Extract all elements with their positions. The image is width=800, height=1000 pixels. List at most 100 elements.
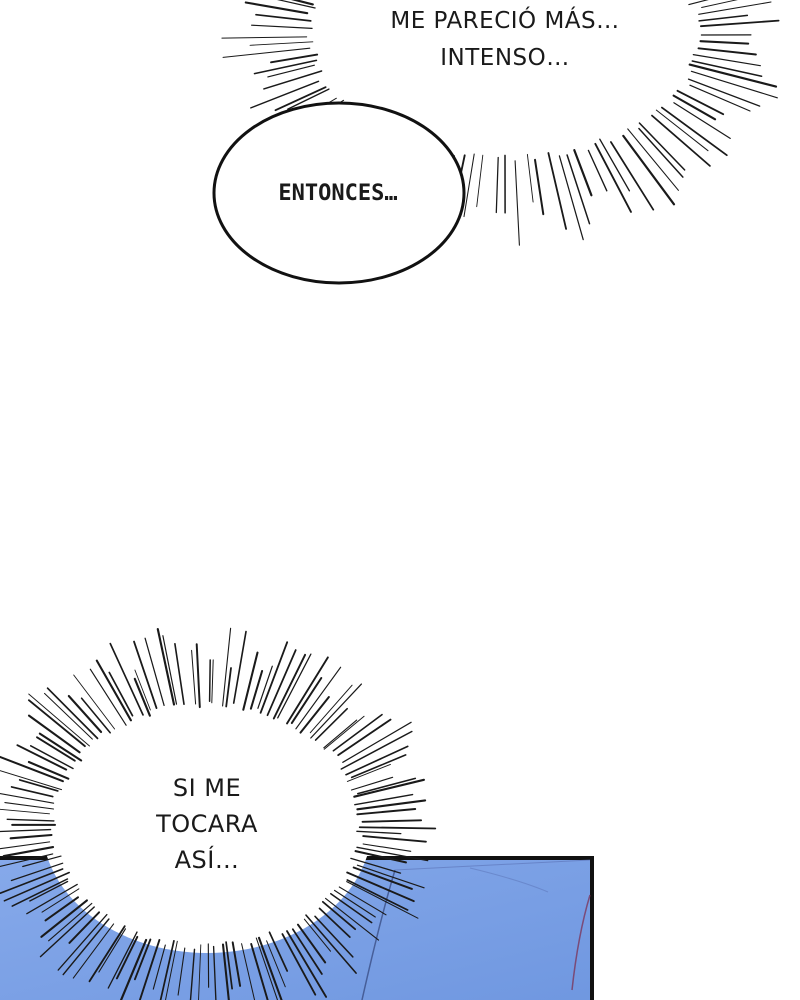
speed-line: [346, 881, 419, 919]
speed-line: [115, 935, 139, 980]
speed-line: [270, 53, 319, 64]
speed-line: [98, 928, 127, 973]
speed-line: [10, 862, 64, 882]
bubble-line: ENTONCES…: [278, 181, 398, 206]
speed-line: [222, 47, 311, 58]
speed-line: [174, 642, 185, 706]
speed-line: [225, 941, 233, 990]
speed-line: [138, 939, 161, 1000]
speedline-burst-bottom: [0, 627, 437, 1000]
speed-line: [156, 628, 176, 706]
speed-line: [309, 684, 353, 734]
speed-line: [333, 889, 376, 918]
speed-line: [356, 808, 417, 816]
bubble-text-top: ME PARECIÓ MÁS… INTENSO…: [330, 3, 680, 77]
speed-line: [266, 940, 286, 988]
speed-line: [299, 696, 330, 734]
speed-line: [27, 714, 81, 754]
speed-line: [566, 154, 591, 225]
speed-line: [26, 883, 78, 915]
speed-line: [241, 943, 256, 1000]
speed-line: [638, 122, 686, 171]
speed-line: [0, 792, 55, 804]
speed-line: [277, 653, 312, 719]
speed-line: [72, 923, 115, 979]
speed-line: [221, 943, 230, 1000]
speed-line: [109, 642, 144, 716]
speed-line: [286, 930, 328, 998]
speed-line: [18, 779, 59, 792]
speed-line: [208, 659, 211, 703]
speed-line: [342, 721, 412, 763]
speed-line: [687, 78, 761, 107]
speed-line: [10, 786, 54, 798]
speed-line: [257, 665, 273, 709]
speed-line: [133, 677, 151, 717]
speed-line: [165, 940, 178, 1000]
speed-line: [323, 715, 365, 750]
speed-line: [356, 864, 425, 889]
speed-line: [673, 102, 731, 140]
speed-line: [3, 871, 70, 902]
speed-line: [356, 846, 429, 862]
bubble-line: ASÍ…: [174, 846, 240, 874]
speed-line: [272, 653, 307, 720]
speed-line: [287, 88, 330, 110]
speed-line: [0, 828, 52, 833]
speed-line: [573, 149, 593, 197]
speed-line: [250, 943, 269, 1000]
speed-line: [29, 745, 74, 770]
speed-line: [495, 156, 499, 214]
speed-line: [534, 158, 545, 216]
speed-line: [325, 897, 380, 941]
speed-line: [281, 933, 317, 996]
speed-line: [253, 59, 318, 75]
speed-line: [346, 871, 415, 903]
speed-line: [362, 835, 427, 843]
speed-line: [46, 687, 99, 740]
speed-line: [212, 945, 217, 1000]
speed-line: [330, 892, 373, 924]
bubble-text-oval: ENTONCES…: [228, 176, 448, 212]
speed-line: [352, 866, 413, 890]
speed-line: [622, 134, 676, 206]
speed-line: [222, 627, 232, 707]
speed-line: [305, 914, 357, 974]
speed-line: [274, 86, 327, 112]
speed-line: [251, 24, 313, 29]
speed-line: [221, 36, 308, 39]
speed-line: [514, 160, 520, 246]
speed-line: [321, 900, 357, 931]
speed-line: [0, 868, 64, 895]
speed-line: [198, 944, 202, 1000]
speed-line: [0, 755, 64, 783]
speed-line: [276, 0, 316, 9]
speed-line: [290, 0, 314, 6]
speed-line: [295, 666, 342, 730]
bubble-line: TOCARA: [156, 810, 258, 838]
speed-line: [44, 692, 93, 740]
speed-line: [354, 793, 414, 806]
bubble-line: SI ME: [172, 774, 242, 802]
speed-line: [11, 878, 69, 907]
speed-line: [67, 694, 103, 734]
speed-line: [225, 667, 232, 708]
speed-line: [195, 643, 201, 709]
speed-line: [476, 154, 484, 208]
speed-line: [0, 841, 51, 850]
speed-line: [610, 141, 655, 211]
oval-bubble-outline: [212, 101, 466, 285]
speed-line: [337, 718, 392, 757]
speed-line: [318, 907, 351, 938]
speed-line: [310, 683, 363, 739]
speed-line: [323, 719, 358, 749]
speed-line: [249, 41, 314, 46]
speed-line: [88, 925, 126, 983]
speed-line: [661, 106, 728, 157]
speed-line: [651, 114, 711, 167]
speed-line: [95, 659, 132, 722]
speed-line: [38, 732, 83, 762]
speed-line: [290, 677, 323, 725]
speed-line: [0, 853, 54, 867]
